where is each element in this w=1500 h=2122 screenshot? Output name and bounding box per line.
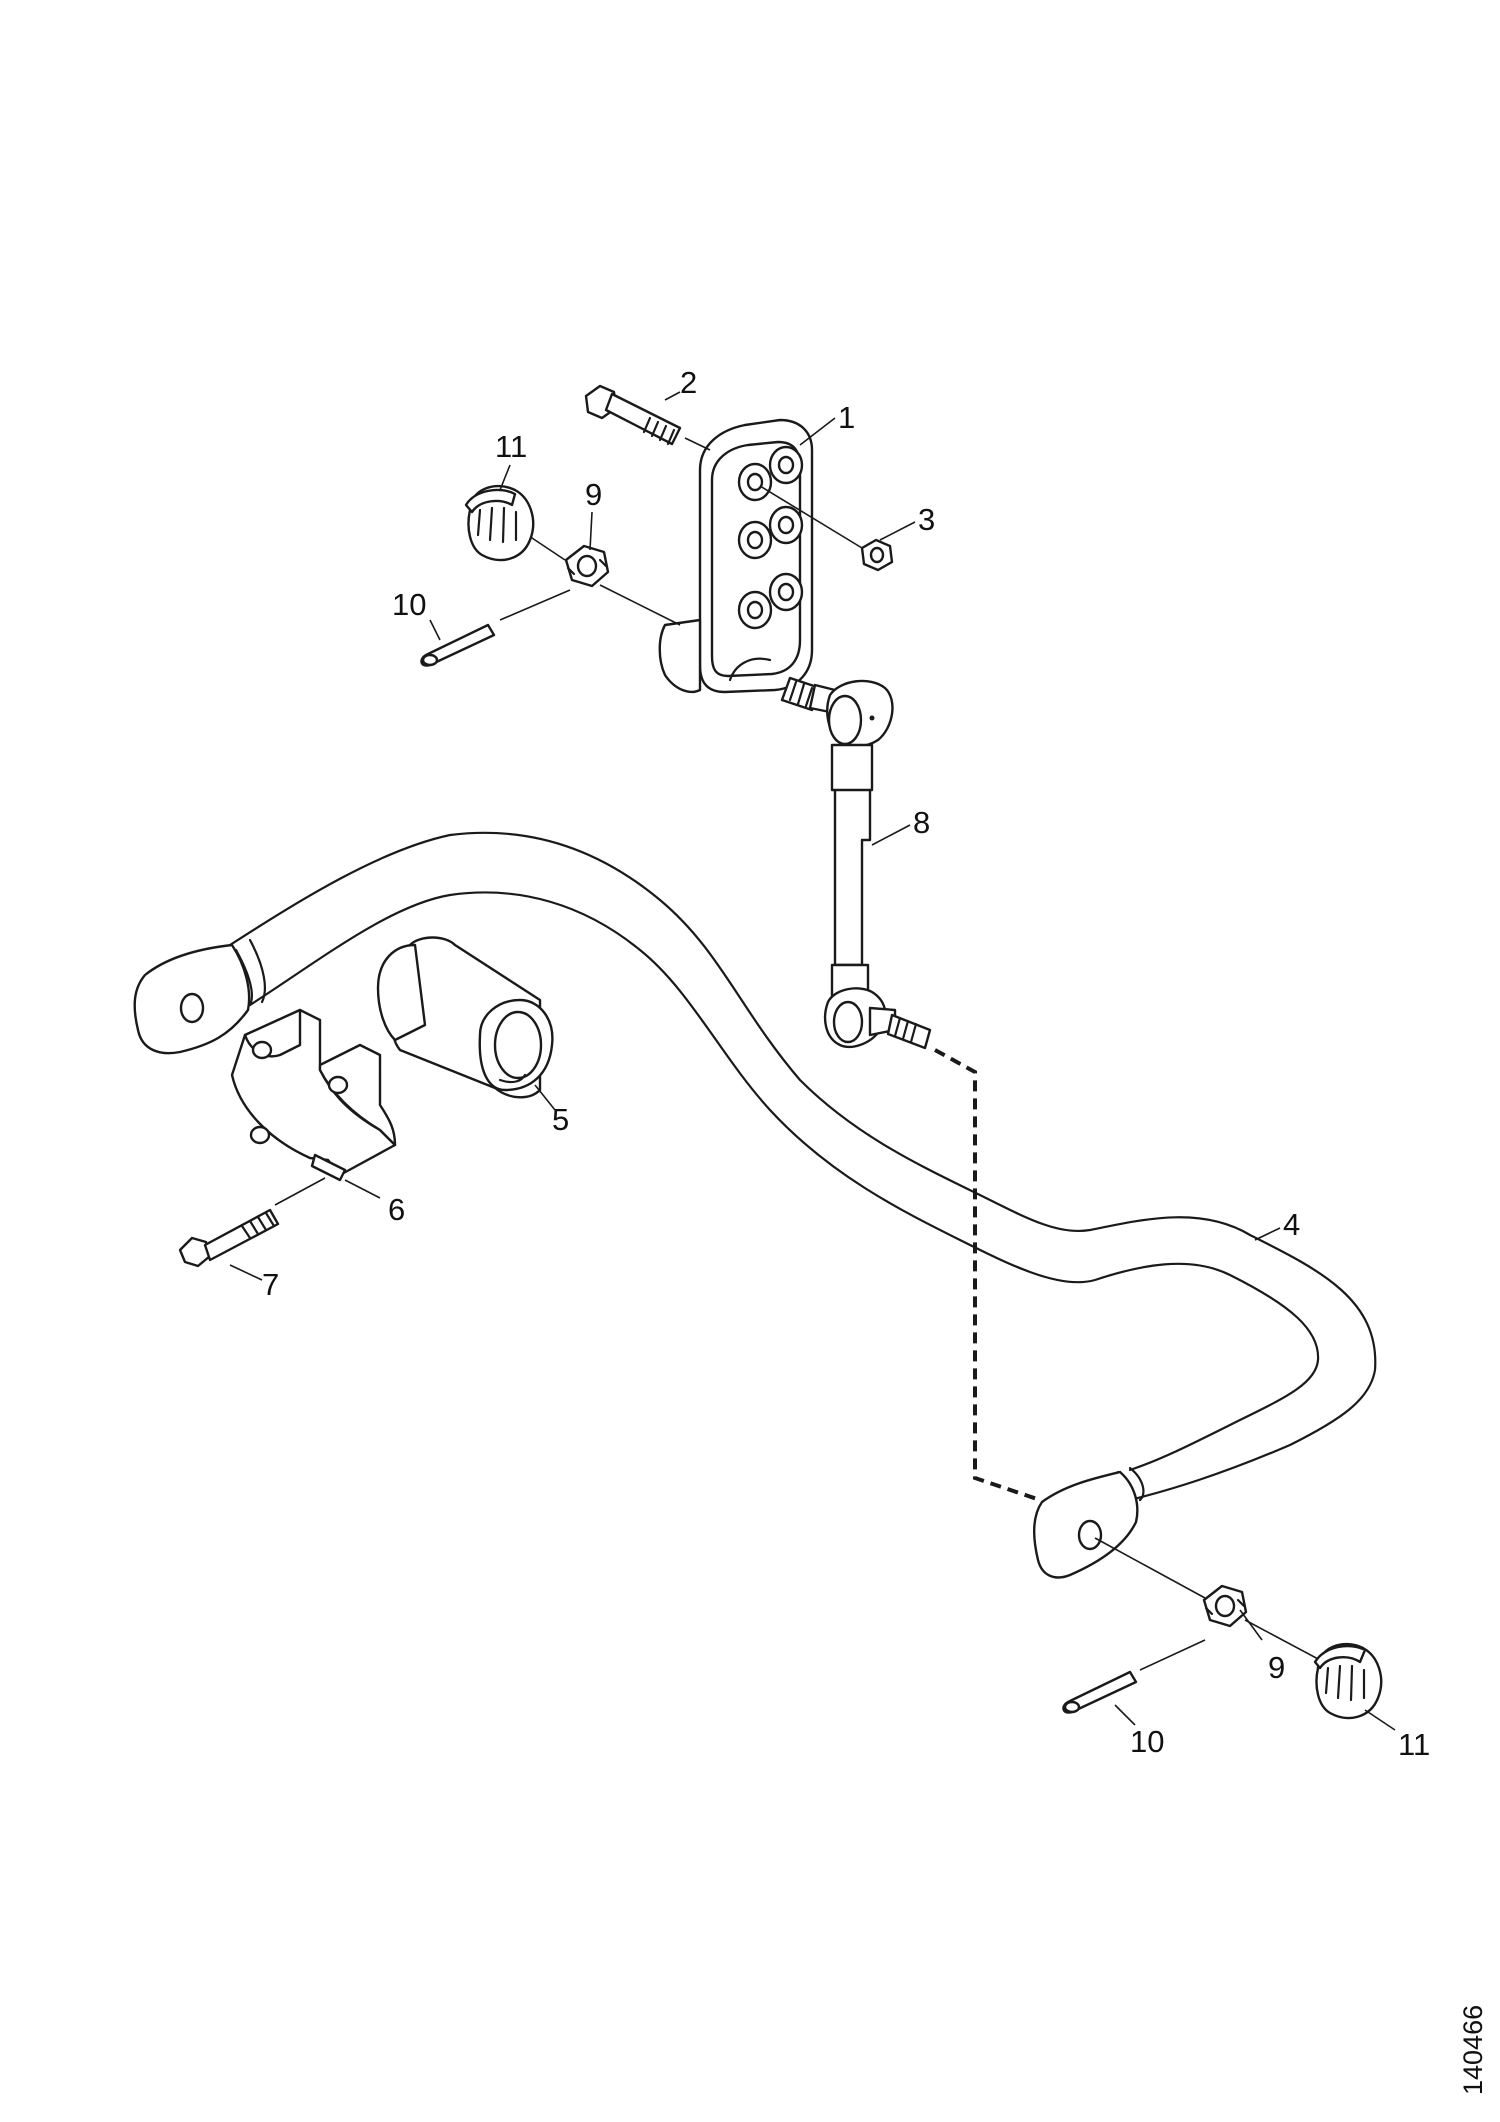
cotter-pin-lower <box>1062 1639 1206 1714</box>
stabilizer-bar <box>228 831 1377 1504</box>
bolt-lower <box>178 1177 326 1268</box>
stabilizer-bar-left-eye <box>133 943 251 1055</box>
callout-1: 1 <box>838 400 855 435</box>
dust-cap-lower <box>1244 1619 1383 1720</box>
callout-9-lower: 9 <box>1268 1650 1285 1685</box>
nut <box>759 485 894 572</box>
cotter-pin-upper <box>420 589 571 667</box>
callout-2: 2 <box>680 365 697 400</box>
callout-10-lower: 10 <box>1130 1724 1164 1759</box>
callout-7: 7 <box>262 1267 279 1302</box>
callout-9-upper: 9 <box>585 477 602 512</box>
stabilizer-bar-right-eye <box>1033 1470 1139 1579</box>
callout-6: 6 <box>388 1192 405 1227</box>
castle-nut-lower <box>1094 1537 1248 1628</box>
dust-cap-upper <box>464 484 566 562</box>
callout-11-lower: 11 <box>1398 1727 1430 1762</box>
bushing <box>376 936 554 1099</box>
assembly-guide-line <box>934 1048 1041 1502</box>
figure-number: 140466 <box>1458 2005 1488 2095</box>
callout-10-upper: 10 <box>392 587 426 622</box>
callout-11-upper: 11 <box>495 429 527 464</box>
clamp <box>230 1008 397 1182</box>
callout-5: 5 <box>552 1102 569 1137</box>
callout-leaders <box>229 391 1396 1731</box>
callout-4: 4 <box>1283 1207 1300 1242</box>
bracket <box>658 418 814 694</box>
castle-nut-upper <box>564 544 681 626</box>
callout-3: 3 <box>918 502 935 537</box>
link-rod <box>780 676 932 1050</box>
callout-8: 8 <box>913 805 930 840</box>
bolt-upper <box>584 384 711 451</box>
